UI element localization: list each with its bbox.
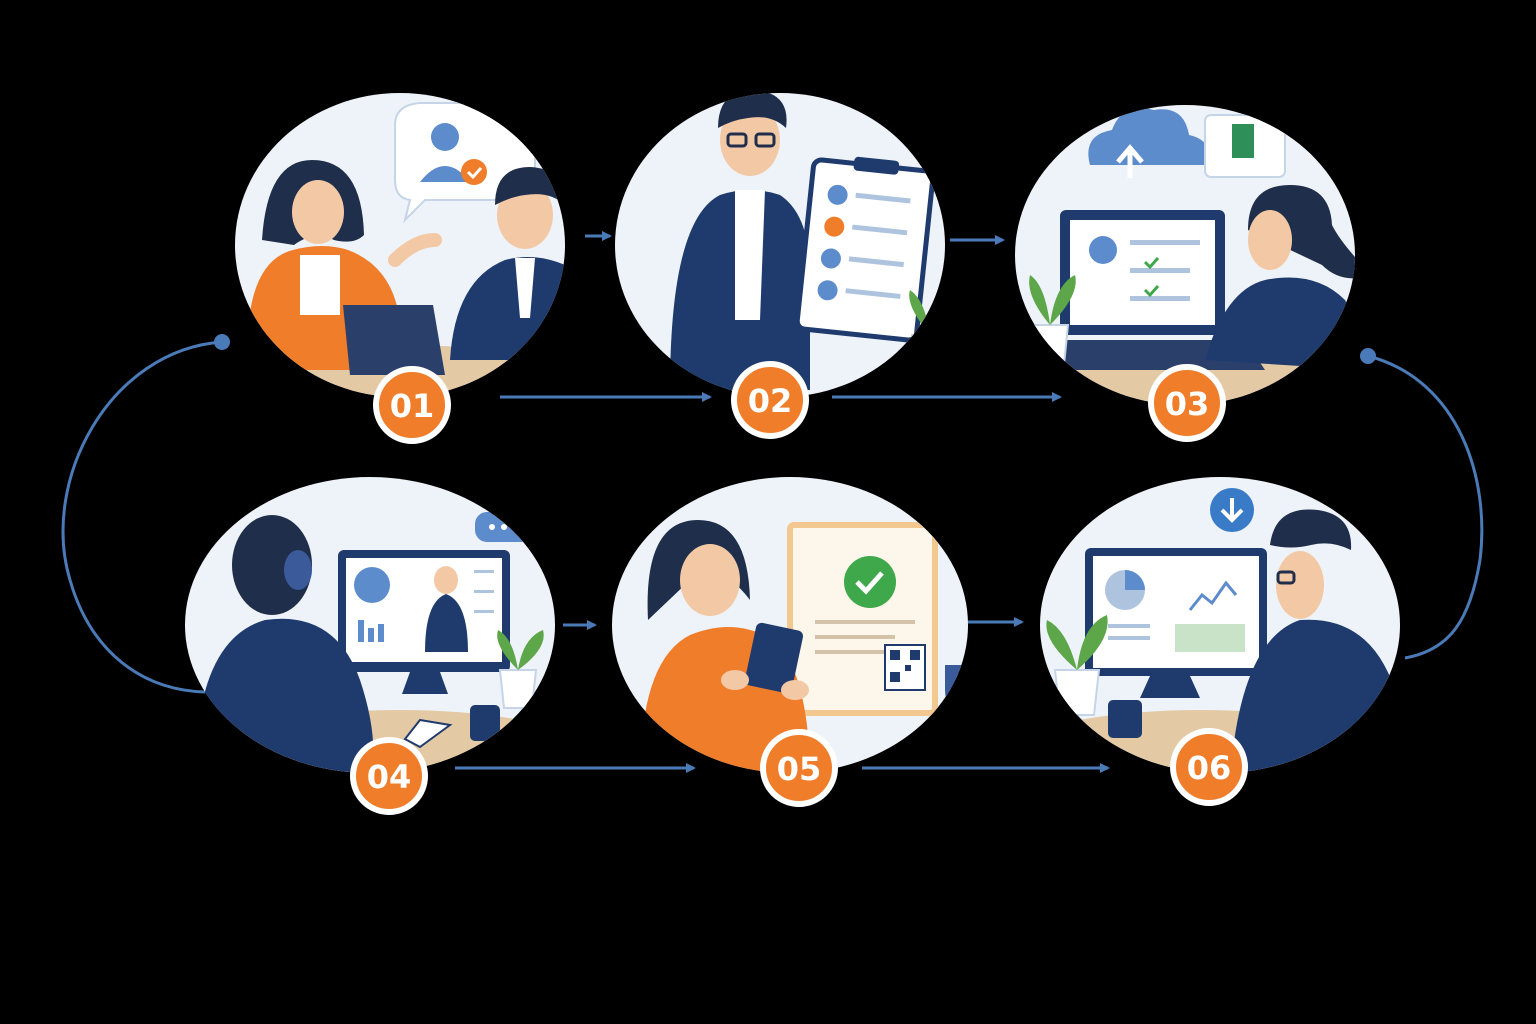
consultation-meeting-icon xyxy=(235,102,565,397)
loop-connector-left xyxy=(61,340,223,694)
step-06-number: 06 xyxy=(1187,749,1232,787)
step-02-badge: 02 xyxy=(731,361,809,439)
step-badges: 01 02 03 04 05 06 xyxy=(350,361,1248,815)
checklist-presentation-icon xyxy=(670,93,945,390)
step-02-number: 02 xyxy=(748,382,793,420)
loop-connector-right xyxy=(1367,354,1484,660)
step-01 xyxy=(235,93,565,397)
step-03-number: 03 xyxy=(1165,385,1210,423)
step-01-number: 01 xyxy=(390,387,435,425)
step-06-badge: 06 xyxy=(1170,728,1248,806)
connectors xyxy=(61,231,1484,773)
step-04-badge: 04 xyxy=(350,737,428,815)
step-05-badge: 05 xyxy=(760,729,838,807)
connector-dot-left xyxy=(214,334,230,350)
step-05-number: 05 xyxy=(777,750,822,788)
step-01-badge: 01 xyxy=(373,366,451,444)
step-03-badge: 03 xyxy=(1148,364,1226,442)
step-04-number: 04 xyxy=(367,758,412,796)
step-02 xyxy=(615,93,945,397)
step-03 xyxy=(1015,105,1355,405)
tablet-certificate-approval-icon xyxy=(640,520,968,773)
cloud-upload-laptop-icon xyxy=(1015,108,1355,405)
step-05 xyxy=(612,477,968,773)
connector-dot-right xyxy=(1360,348,1376,364)
